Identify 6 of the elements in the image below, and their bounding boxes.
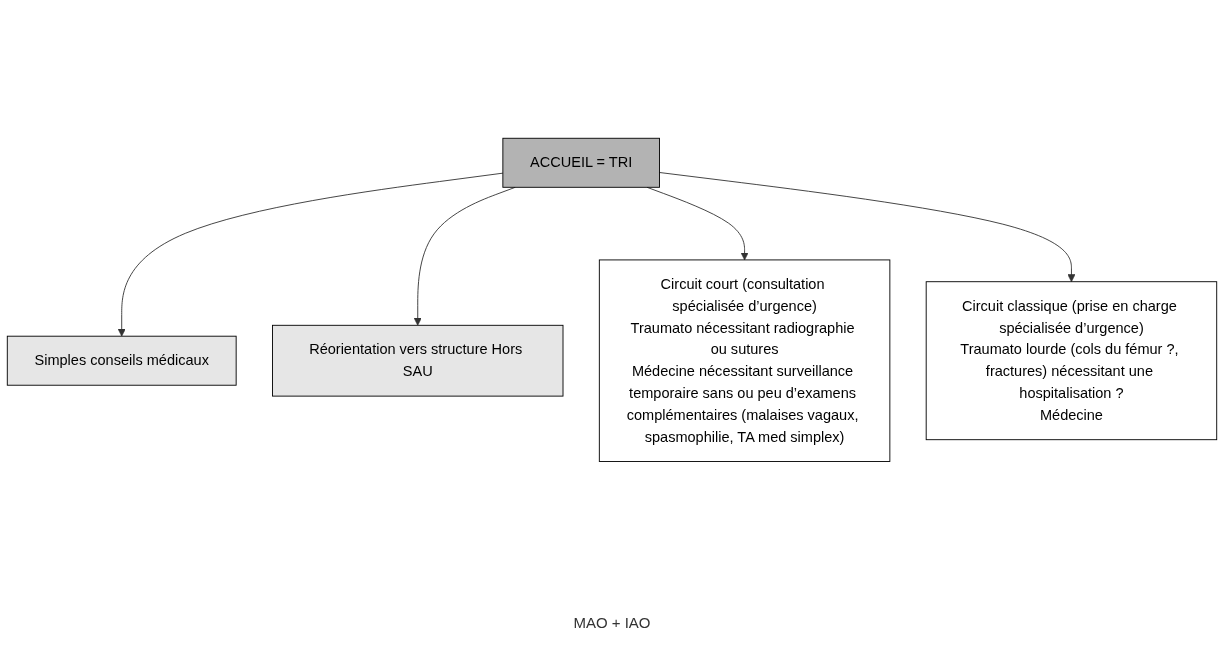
node-box: ACCUEIL = TRI (502, 137, 660, 188)
staff-note: MAO + IAO (573, 614, 651, 631)
node-box: Circuit court (consultation spécialisée d’urgence) Traumato nécessitant radiographie ou sutures Médecine nécessitant surveillance temporaire sans ou peu d’examens complémentaires (malaises vagaux, spasmophilie, TA med simplex) (598, 259, 891, 463)
node-box: Simples conseils médicaux (6, 335, 237, 386)
node-box: Réorientation vers structure Hors SAU (272, 324, 564, 397)
node-box: Circuit classique (prise en charge spécialisée d’urgence) Traumato lourde (cols du fémur ?, fractures) nécessitant une hospitalisation ? Médecine (925, 281, 1218, 441)
